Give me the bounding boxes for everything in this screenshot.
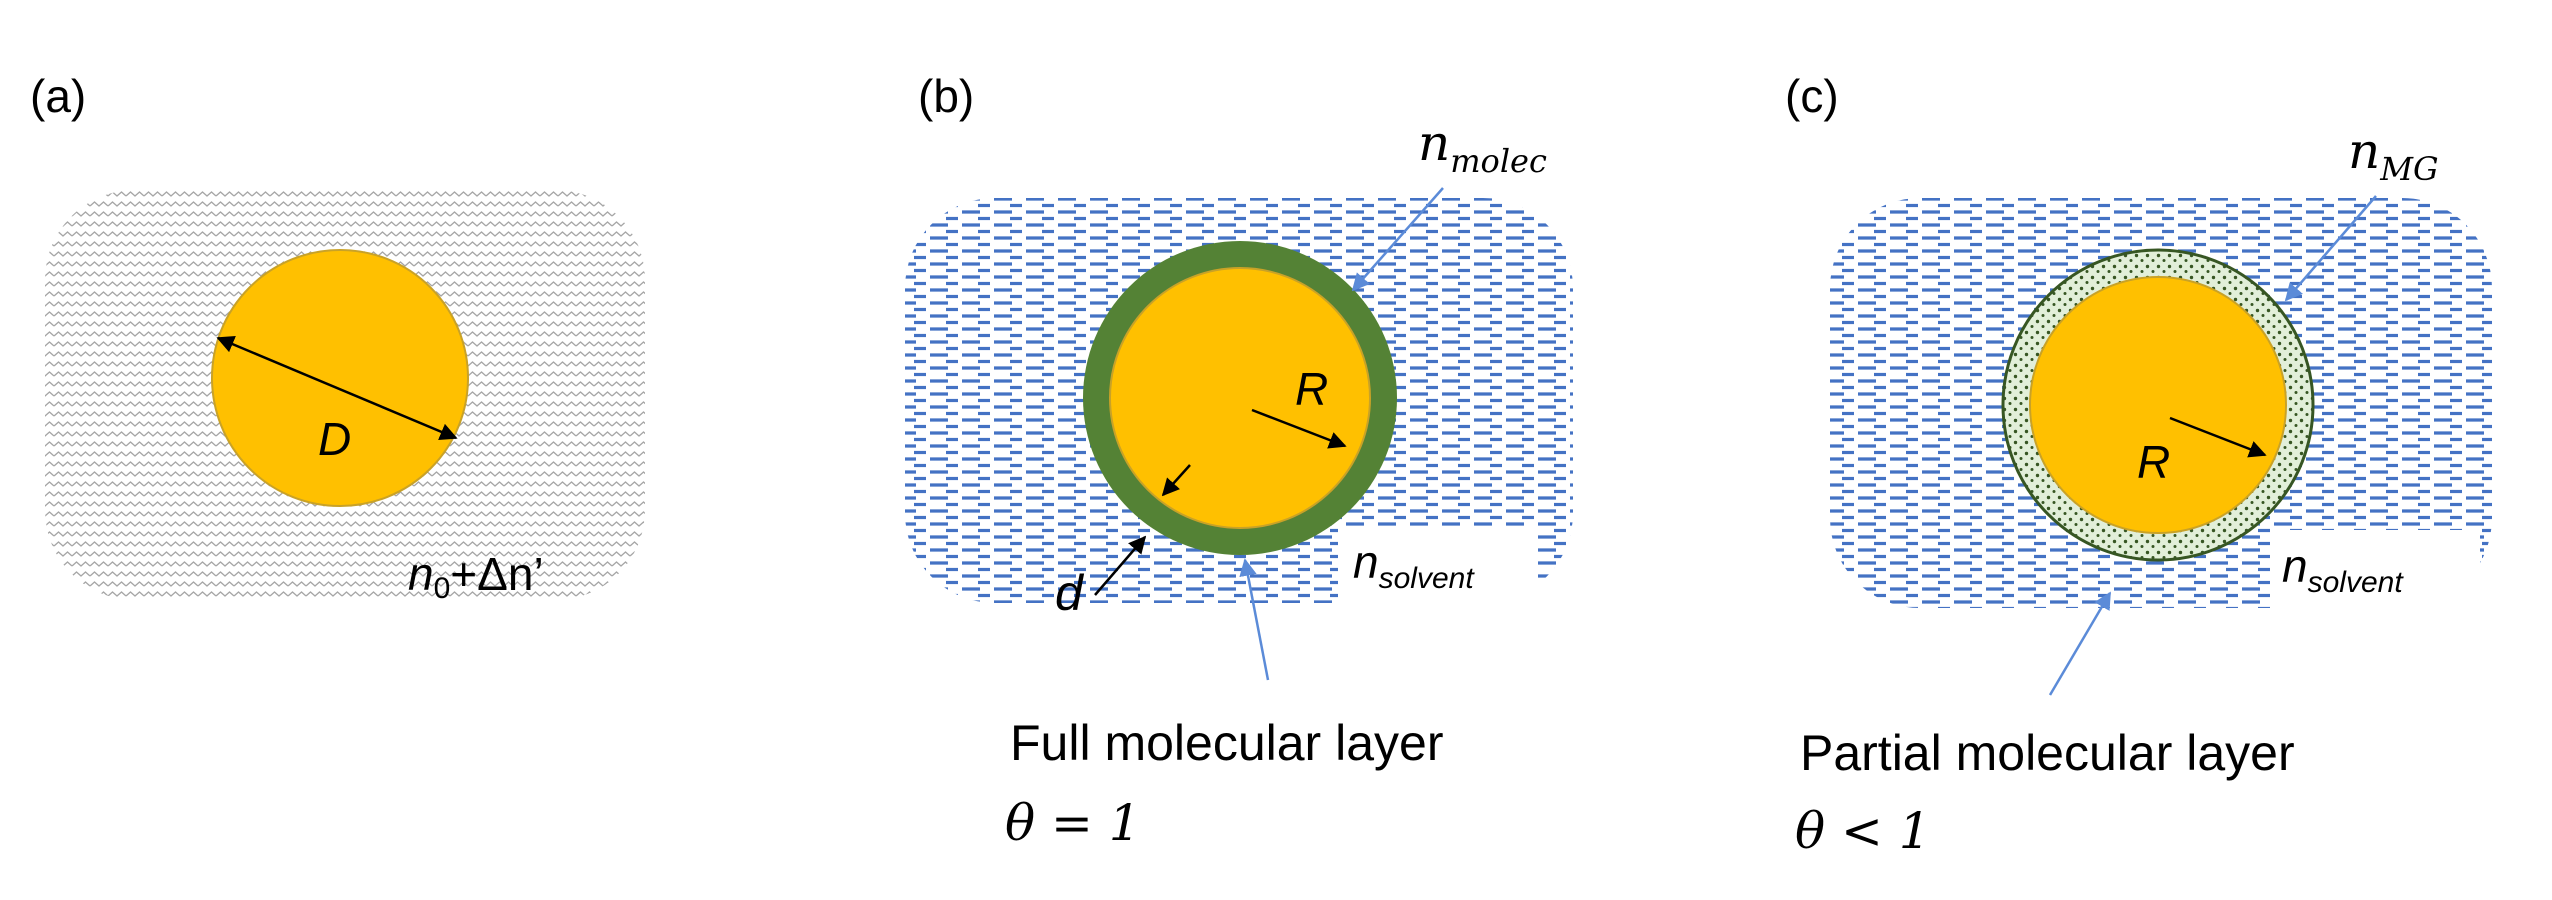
partial-layer-caption: Partial molecular layer [1800, 725, 2295, 781]
gold-nanoparticle [211, 249, 469, 507]
thickness-label: d [1055, 565, 1085, 621]
medium-index-label: n0+Δn’ [408, 548, 544, 605]
diameter-label: D [318, 413, 351, 465]
panel-a-label: (a) [30, 70, 86, 122]
diameter-arrow [216, 336, 458, 440]
radius-arrow [1251, 408, 1347, 449]
radius-label: R [2137, 436, 2170, 488]
panel-b-label: (b) [918, 70, 974, 122]
solvent-label-box [1338, 527, 1538, 603]
radius-label: R [1295, 363, 1328, 415]
radius-arrow [2169, 416, 2267, 458]
full-layer-caption: Full molecular layer [1010, 715, 1443, 771]
theta-less-than-1: θ < 1 [1795, 802, 1931, 860]
gold-core [1109, 267, 1371, 529]
solvent-index-label: nsolvent [2282, 540, 2404, 599]
thickness-arrow-outer [1094, 535, 1147, 596]
gold-core [2029, 276, 2287, 534]
panel-a: (a) D n0+Δn’ [30, 70, 645, 605]
layer-pointer-arrow [1239, 558, 1270, 681]
shell-pointer-arrow [1351, 187, 1444, 292]
shell-index-label: nmolec [1418, 114, 1547, 180]
solvent-index-label: nsolvent [1353, 536, 1475, 595]
solvent-label-box [2270, 530, 2480, 608]
shell-index-label: nMG [2348, 122, 2439, 188]
thickness-arrow-inner [1161, 464, 1191, 497]
shell-pointer-arrow [2284, 195, 2377, 302]
panel-c: (c) R nsolvent nMG Partial molecular lay… [1785, 70, 2492, 860]
theta-equals-1: θ = 1 [1005, 794, 1141, 852]
panel-b: (b) R d nsolvent nmolec Full molecular l… [905, 70, 1573, 852]
layer-pointer-arrow [2048, 591, 2112, 696]
panel-c-label: (c) [1785, 70, 1839, 122]
